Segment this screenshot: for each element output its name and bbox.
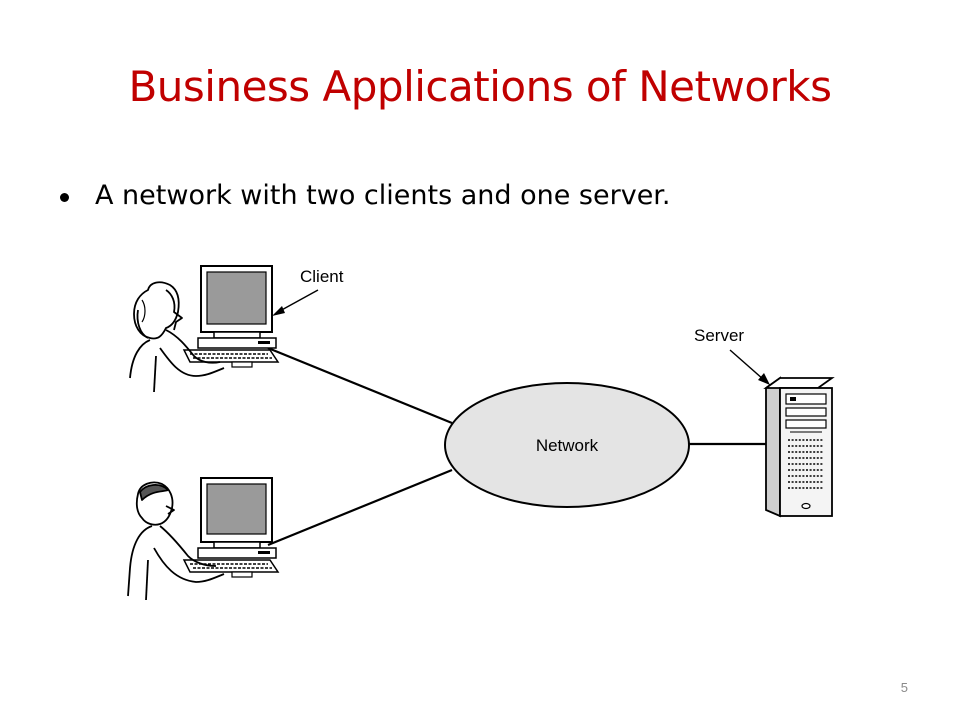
server-vents bbox=[788, 439, 824, 489]
page-number: 5 bbox=[900, 680, 908, 695]
network-node: Network bbox=[444, 382, 690, 508]
computer-base-icon bbox=[197, 337, 277, 349]
network-ellipse bbox=[444, 382, 690, 508]
slide-title: Business Applications of Networks bbox=[128, 62, 832, 111]
keyboard-icon bbox=[182, 559, 280, 578]
server-label: Server bbox=[694, 326, 744, 345]
client-2 bbox=[127, 477, 280, 601]
bullet-text: A network with two clients and one serve… bbox=[95, 180, 671, 211]
link-client2-network bbox=[267, 468, 453, 547]
man-user-icon bbox=[127, 481, 225, 601]
link-client1-network bbox=[267, 346, 453, 425]
bullet-dot bbox=[60, 193, 69, 202]
monitor-icon bbox=[200, 477, 273, 549]
server-tower-icon bbox=[763, 376, 835, 518]
network-label: Network bbox=[536, 436, 599, 455]
computer-base-icon bbox=[197, 547, 277, 559]
keyboard-icon bbox=[182, 349, 280, 368]
client-label: Client bbox=[300, 267, 344, 286]
monitor-icon bbox=[200, 265, 273, 339]
client-1 bbox=[129, 265, 280, 393]
woman-user-icon bbox=[129, 281, 225, 393]
client-pointer-arrow bbox=[272, 289, 319, 316]
connection-lines bbox=[267, 346, 768, 547]
server-pointer-arrow bbox=[729, 349, 770, 385]
